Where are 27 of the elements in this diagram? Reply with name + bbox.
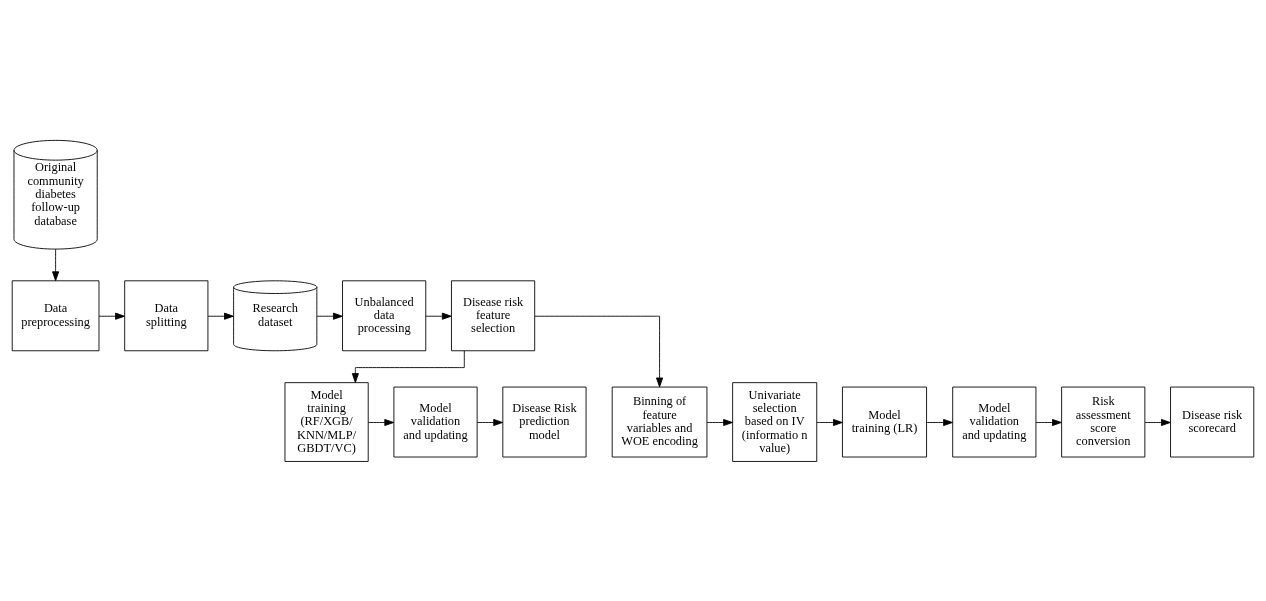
node-box: Data preprocessing [11, 279, 100, 351]
node-box: Disease risk scorecard [1170, 386, 1255, 457]
arrow [207, 312, 234, 320]
arrow [1035, 418, 1062, 426]
arrow [367, 418, 395, 426]
arrow [351, 349, 465, 383]
arrow [98, 312, 125, 320]
node-box: Unbalanced data processing [342, 279, 427, 351]
arrow [926, 418, 953, 426]
node-box: Disease Risk prediction model [502, 386, 587, 457]
arrow [316, 312, 343, 320]
node-box: Risk assessment score conversion [1061, 386, 1146, 457]
arrow [706, 418, 733, 426]
arrow [476, 418, 503, 426]
node-box: Univariate selection based on IV (informatio n value) [732, 381, 818, 462]
node-box: Binning of feature variables and WOE encoding [611, 386, 708, 457]
arrow [52, 248, 60, 281]
arrow [816, 418, 843, 426]
arrow [425, 312, 452, 320]
arrow [534, 315, 664, 387]
node-box: Model training (LR) [842, 386, 927, 457]
node-box: Disease risk feature selection [451, 279, 536, 351]
node-box: Model validation and updating [952, 386, 1037, 457]
node-box: Model training (RF/XGB/ KNN/MLP/ GBDT/VC) [284, 381, 369, 462]
node-box: Model validation and updating [393, 386, 478, 457]
arrow [1144, 418, 1171, 426]
node-box: Data splitting [124, 279, 209, 351]
